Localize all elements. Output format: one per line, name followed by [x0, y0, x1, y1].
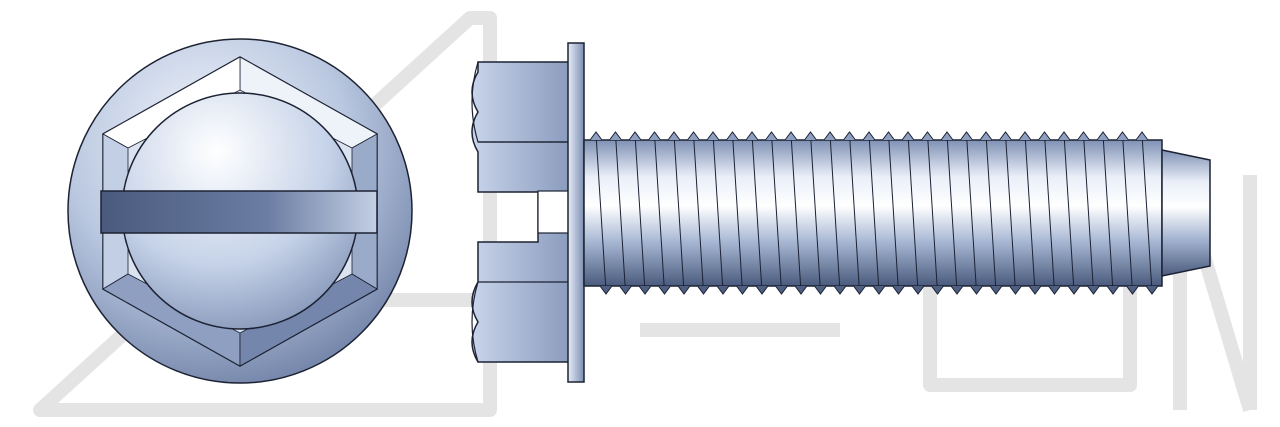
thread-crest: [946, 133, 958, 293]
thread-tooth-top: [706, 131, 720, 141]
thread-tooth-bottom: [833, 285, 847, 295]
side-view: [471, 42, 1211, 383]
thread-crest: [1141, 133, 1153, 293]
side-slot: [537, 190, 571, 234]
thread-tooth-top: [940, 131, 954, 141]
thread-tooth-bottom: [1009, 285, 1022, 295]
thread-tooth-top: [1135, 131, 1149, 141]
thread-tooth-bottom: [892, 285, 905, 295]
hex-head-side: [471, 61, 571, 363]
thread-tooth-top: [667, 131, 681, 141]
thread-crest: [868, 133, 880, 293]
thread-crest: [985, 133, 997, 293]
thread-tooth-top: [862, 131, 876, 141]
thread-tooth-bottom: [931, 285, 944, 295]
thread-tooth-top: [1116, 131, 1129, 141]
thread-tooth-top: [882, 131, 895, 141]
thread-tooth-top: [609, 131, 622, 141]
thread-tooth-top: [784, 131, 798, 141]
thread-tooth-bottom: [1087, 285, 1100, 295]
thread-tooth-top: [628, 131, 642, 141]
thread-tooth-bottom: [658, 285, 671, 295]
thread-tooth-top: [726, 131, 739, 141]
thread-tooth-bottom: [794, 285, 808, 295]
thread-tooth-bottom: [989, 285, 1003, 295]
thread-tooth-top: [1057, 131, 1071, 141]
thread-crest: [712, 133, 724, 293]
thread-tooth-top: [687, 131, 700, 141]
washer-flange: [567, 42, 585, 383]
thread-tooth-bottom: [736, 285, 749, 295]
thread-tooth-top: [804, 131, 817, 141]
thread-tooth-bottom: [716, 285, 730, 295]
thread-crest: [1024, 133, 1036, 293]
thread-tooth-top: [1077, 131, 1090, 141]
thread-tooth-bottom: [638, 285, 652, 295]
thread-tooth-bottom: [950, 285, 964, 295]
thread-tooth-top: [843, 131, 856, 141]
thread-tooth-bottom: [911, 285, 925, 295]
thread-crest: [634, 133, 646, 293]
thread-crest: [1044, 133, 1055, 293]
thread-tooth-top: [979, 131, 993, 141]
thread-tooth-top: [901, 131, 915, 141]
threaded-shank: [583, 131, 1163, 295]
thread-tooth-top: [648, 131, 661, 141]
thread-tooth-top: [960, 131, 973, 141]
thread-tooth-top: [745, 131, 759, 141]
head-end-view: [67, 38, 413, 384]
thread-tooth-bottom: [755, 285, 769, 295]
tapered-point: [1161, 149, 1211, 277]
thread-tooth-bottom: [1106, 285, 1120, 295]
thread-crest: [1063, 133, 1075, 293]
thread-tooth-bottom: [1048, 285, 1061, 295]
thread-tooth-top: [1096, 131, 1110, 141]
thread-tooth-bottom: [1067, 285, 1081, 295]
thread-tooth-bottom: [1028, 285, 1042, 295]
thread-tooth-top: [765, 131, 778, 141]
thread-crest: [927, 133, 938, 293]
thread-tooth-bottom: [853, 285, 866, 295]
thread-tooth-top: [589, 131, 603, 141]
thread-tooth-top: [1038, 131, 1051, 141]
thread-tooth-bottom: [775, 285, 788, 295]
screwdriver-slot: [100, 190, 378, 234]
thread-tooth-bottom: [677, 285, 691, 295]
thread-crest: [888, 133, 899, 293]
thread-crest: [654, 133, 665, 293]
thread-crest: [771, 133, 782, 293]
thread-crest: [615, 133, 626, 293]
thread-crest: [1083, 133, 1094, 293]
thread-crest: [751, 133, 763, 293]
thread-tooth-top: [999, 131, 1012, 141]
thread-tooth-bottom: [697, 285, 710, 295]
thread-crest: [907, 133, 919, 293]
thread-tooth-bottom: [599, 285, 613, 295]
thread-tooth-bottom: [1145, 285, 1159, 295]
thread-crest: [849, 133, 860, 293]
thread-crest: [1102, 133, 1114, 293]
thread-crest: [829, 133, 841, 293]
thread-crest: [732, 133, 743, 293]
thread-crest: [966, 133, 977, 293]
thread-crest: [1005, 133, 1016, 293]
thread-crest: [1122, 133, 1133, 293]
thread-crest: [693, 133, 704, 293]
thread-tooth-bottom: [814, 285, 827, 295]
thread-tooth-top: [1018, 131, 1032, 141]
thread-tooth-bottom: [619, 285, 632, 295]
thread-crest: [790, 133, 802, 293]
thread-tooth-bottom: [970, 285, 983, 295]
thread-tooth-bottom: [872, 285, 886, 295]
thread-crest: [595, 133, 607, 293]
thread-tooth-top: [823, 131, 837, 141]
thread-crest: [810, 133, 821, 293]
thread-tooth-top: [921, 131, 934, 141]
thread-tooth-bottom: [1126, 285, 1139, 295]
thread-crest: [673, 133, 685, 293]
